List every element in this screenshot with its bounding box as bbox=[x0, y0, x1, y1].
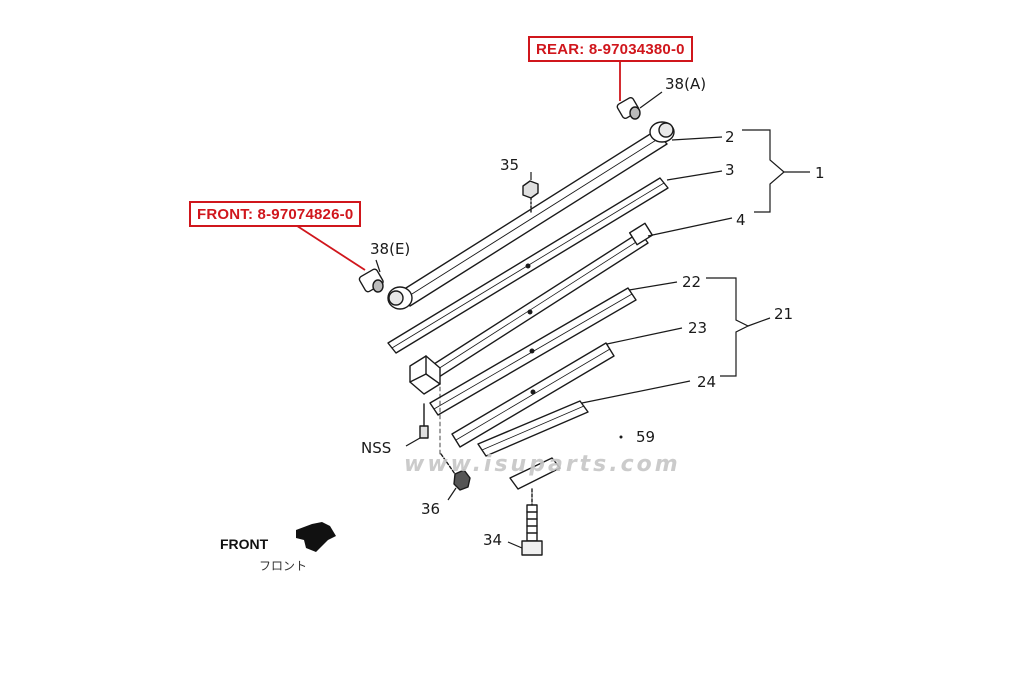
leader-lines bbox=[290, 60, 810, 549]
rear-eye-bushing bbox=[649, 121, 675, 143]
leaf-22 bbox=[429, 287, 637, 416]
label-3: 3 bbox=[725, 161, 735, 179]
bolt-36 bbox=[440, 453, 471, 491]
label-36: 36 bbox=[421, 500, 441, 518]
center-bolt-34 bbox=[521, 488, 543, 556]
rear-part-number-callout: REAR: 8-97034380-0 bbox=[528, 36, 693, 62]
front-pointer-icon bbox=[296, 522, 336, 552]
label-59: 59 bbox=[636, 428, 656, 446]
label-2: 2 bbox=[725, 128, 735, 146]
nss-bolt bbox=[419, 403, 429, 439]
dot-59 bbox=[619, 435, 623, 439]
leaf-3 bbox=[387, 177, 669, 354]
pad-59 bbox=[509, 457, 561, 490]
label-23: 23 bbox=[688, 319, 708, 337]
nut-35 bbox=[522, 180, 539, 213]
front-eye-bushing bbox=[387, 286, 413, 310]
front-direction-label: FRONT bbox=[220, 536, 269, 552]
watermark: www.isuparts.com bbox=[404, 452, 681, 477]
rear-bushing-38a bbox=[616, 96, 641, 120]
label-22: 22 bbox=[682, 273, 702, 291]
label-38e: 38(E) bbox=[370, 240, 411, 258]
leaf-24 bbox=[477, 400, 589, 457]
label-21: 21 bbox=[774, 305, 794, 323]
label-38a: 38(A) bbox=[665, 75, 707, 93]
label-35: 35 bbox=[500, 156, 520, 174]
front-bushing-38e bbox=[358, 268, 384, 293]
front-direction-label-japanese: フロント bbox=[259, 559, 308, 573]
label-24: 24 bbox=[697, 373, 717, 391]
label-1: 1 bbox=[815, 164, 825, 182]
front-part-number-callout: FRONT: 8-97074826-0 bbox=[189, 201, 362, 227]
label-4: 4 bbox=[736, 211, 746, 229]
leaf-23 bbox=[451, 342, 615, 448]
front-clip bbox=[409, 355, 441, 395]
main-leaf-2 bbox=[397, 130, 668, 307]
label-34: 34 bbox=[483, 531, 503, 549]
label-nss: NSS bbox=[361, 439, 392, 457]
